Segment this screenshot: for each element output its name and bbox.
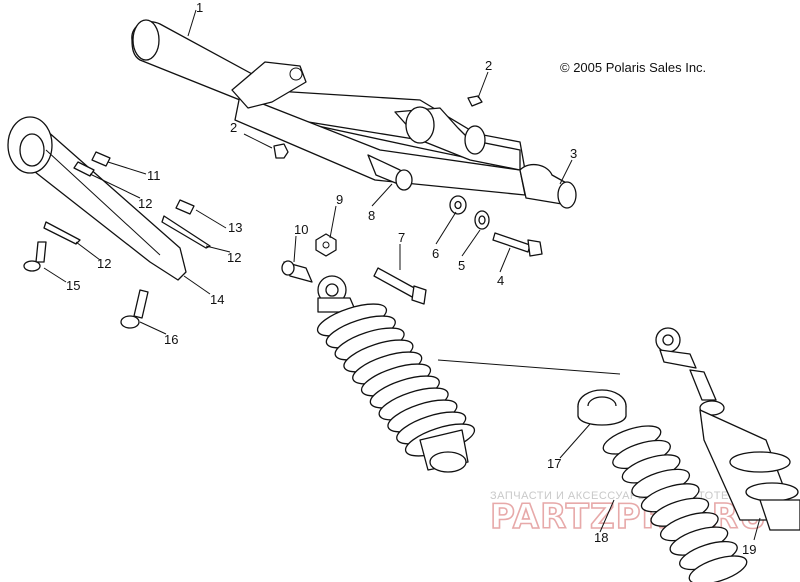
callout-16: 16 bbox=[164, 332, 178, 347]
part-2-grease-fitting-top bbox=[467, 95, 483, 107]
callout-10: 10 bbox=[294, 222, 308, 237]
part-11-pin bbox=[91, 151, 111, 167]
callout-2-left: 2 bbox=[230, 120, 237, 135]
part-1-control-arm bbox=[131, 19, 577, 209]
callout-6: 6 bbox=[432, 246, 439, 261]
part-15-pin bbox=[23, 241, 47, 272]
callout-12-lower: 12 bbox=[97, 256, 111, 271]
callout-2-top: 2 bbox=[485, 58, 492, 73]
part-4-bolt bbox=[492, 232, 543, 257]
spring-coil-turn bbox=[688, 555, 748, 582]
callout-14: 14 bbox=[210, 292, 224, 307]
part-14-linkage-arm bbox=[7, 116, 187, 281]
callout-13: 13 bbox=[228, 220, 242, 235]
callout-15: 15 bbox=[66, 278, 80, 293]
callout-8: 8 bbox=[368, 208, 375, 223]
part-16-pin bbox=[120, 289, 149, 329]
callout-12-middle: 12 bbox=[227, 250, 241, 265]
callout-labels: 1 2 2 3 4 5 6 7 8 9 10 11 12 13 12 12 14… bbox=[66, 0, 756, 557]
callout-1: 1 bbox=[196, 0, 203, 15]
callout-19: 19 bbox=[742, 542, 756, 557]
part-12-insert-middle bbox=[161, 215, 211, 249]
callout-3: 3 bbox=[570, 146, 577, 161]
part-2-grease-fitting-left bbox=[273, 143, 289, 159]
callout-17: 17 bbox=[547, 456, 561, 471]
part-5-washer bbox=[474, 210, 490, 230]
callout-9: 9 bbox=[336, 192, 343, 207]
part-17-spring-retainer bbox=[577, 389, 627, 426]
callout-leaders bbox=[43, 9, 761, 541]
callout-11: 11 bbox=[147, 168, 161, 183]
part-12-insert-upper bbox=[73, 161, 95, 177]
callout-18: 18 bbox=[594, 530, 608, 545]
part-10-bushing bbox=[281, 260, 313, 283]
part-9-nut bbox=[315, 233, 337, 257]
part-18-spring bbox=[602, 425, 748, 582]
shock-absorber-assembled bbox=[316, 275, 476, 473]
part-7-bolt bbox=[373, 267, 427, 305]
part-6-washer bbox=[449, 195, 467, 215]
callout-7: 7 bbox=[398, 230, 405, 245]
assembly-leader-line bbox=[437, 359, 621, 375]
part-12-insert-lower bbox=[43, 221, 81, 245]
copyright-notice: © 2005 Polaris Sales Inc. bbox=[560, 60, 706, 75]
part-19-shock-body bbox=[655, 327, 800, 531]
shock-coil-spring bbox=[316, 303, 476, 457]
part-13-pin bbox=[175, 199, 195, 215]
callout-5: 5 bbox=[458, 258, 465, 273]
callout-4: 4 bbox=[497, 273, 504, 288]
callout-12-upper: 12 bbox=[138, 196, 152, 211]
